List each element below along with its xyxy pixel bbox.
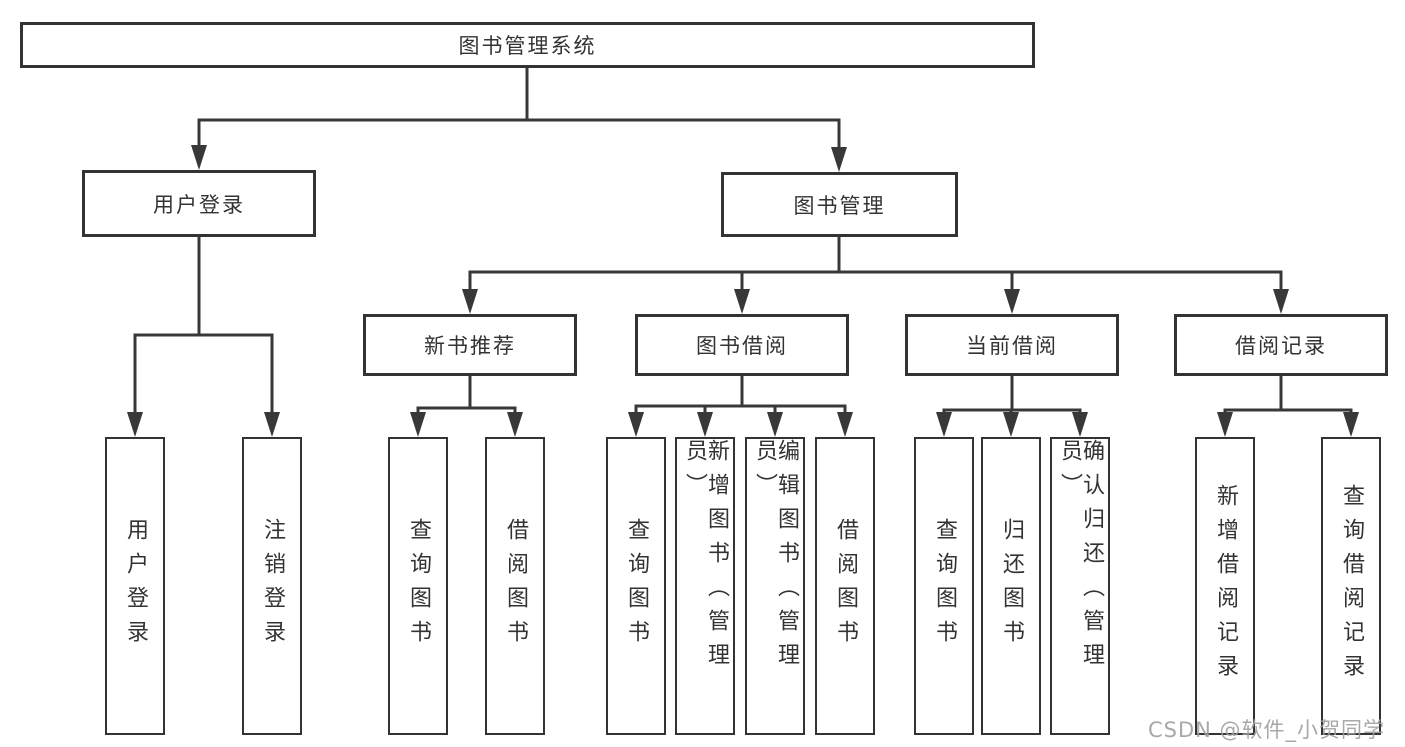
arrowhead-icon	[410, 412, 426, 437]
node-root-label: 图书管理系统	[458, 34, 597, 58]
node-current-borrow-label: 当前借阅	[966, 334, 1058, 358]
arrowhead-icon	[936, 412, 952, 437]
leaf-edit-book-admin: 编辑图书（管理员）	[745, 437, 805, 735]
arrowhead-icon	[1217, 412, 1233, 437]
arrowhead-icon	[1273, 289, 1289, 314]
arrowhead-icon	[462, 289, 478, 314]
leaf-logout-label: 注销登录	[260, 518, 285, 654]
arrowhead-icon	[1072, 412, 1088, 437]
node-new-book-rec: 新书推荐	[363, 314, 577, 376]
leaf-add-borrow-record-label: 新增借阅记录	[1213, 484, 1238, 688]
leaf-query-borrow-record: 查询借阅记录	[1321, 437, 1381, 735]
arrowhead-icon	[628, 412, 644, 437]
arrowhead-icon	[191, 145, 207, 170]
leaf-query-borrow-record-label: 查询借阅记录	[1339, 484, 1364, 688]
connector-user-login-branch	[127, 237, 280, 437]
connector-borrow-record-branch	[1217, 376, 1359, 437]
connector-new-book-rec-branch	[410, 376, 523, 437]
leaf-borrow-book-newrec: 借阅图书	[485, 437, 545, 735]
leaf-confirm-return-admin-label: 确认归还（管理员）	[1057, 439, 1104, 677]
leaf-return-book-label: 归还图书	[999, 518, 1024, 654]
arrowhead-icon	[127, 412, 143, 437]
leaf-logout: 注销登录	[242, 437, 302, 735]
connector-current-borrow-branch	[936, 376, 1088, 437]
node-book-borrow: 图书借阅	[635, 314, 849, 376]
node-user-login-branch: 用户登录	[82, 170, 316, 237]
watermark: CSDN @软件_小贺同学	[1148, 718, 1386, 742]
node-user-login-branch-label: 用户登录	[153, 192, 245, 217]
leaf-confirm-return-admin: 确认归还（管理员）	[1050, 437, 1110, 735]
leaf-query-book-current-label: 查询图书	[932, 518, 957, 654]
connector-root-branch	[191, 68, 847, 172]
node-book-mgmt-branch-label: 图书管理	[793, 193, 886, 218]
arrowhead-icon	[831, 147, 847, 172]
node-borrow-record-label: 借阅记录	[1235, 334, 1327, 358]
arrowhead-icon	[1003, 412, 1019, 437]
arrowhead-icon	[1343, 412, 1359, 437]
leaf-query-book-current: 查询图书	[914, 437, 974, 735]
node-current-borrow: 当前借阅	[905, 314, 1119, 376]
leaf-borrow-book-borrow-label: 借阅图书	[833, 518, 858, 654]
leaf-add-book-admin-label: 新增图书（管理员）	[682, 439, 729, 677]
leaf-query-book-borrow: 查询图书	[606, 437, 666, 735]
node-borrow-record: 借阅记录	[1174, 314, 1388, 376]
leaf-add-borrow-record: 新增借阅记录	[1195, 437, 1255, 735]
node-root: 图书管理系统	[20, 22, 1035, 68]
leaf-borrow-book-borrow: 借阅图书	[815, 437, 875, 735]
leaf-user-login: 用户登录	[105, 437, 165, 735]
connector-book-borrow-branch	[628, 376, 853, 437]
node-book-borrow-label: 图书借阅	[696, 334, 788, 358]
arrowhead-icon	[767, 412, 783, 437]
leaf-query-book-newrec: 查询图书	[388, 437, 448, 735]
leaf-query-book-newrec-label: 查询图书	[406, 518, 431, 654]
leaf-add-book-admin: 新增图书（管理员）	[675, 437, 735, 735]
node-book-mgmt-branch: 图书管理	[721, 172, 958, 237]
arrowhead-icon	[507, 412, 523, 437]
leaf-query-book-borrow-label: 查询图书	[624, 518, 649, 654]
leaf-borrow-book-newrec-label: 借阅图书	[503, 518, 528, 654]
arrowhead-icon	[697, 412, 713, 437]
node-new-book-rec-label: 新书推荐	[424, 334, 516, 358]
arrowhead-icon	[1004, 289, 1020, 314]
connector-book-mgmt-branch	[462, 237, 1289, 314]
arrowhead-icon	[264, 412, 280, 437]
arrowhead-icon	[734, 289, 750, 314]
leaf-user-login-label: 用户登录	[123, 518, 148, 654]
arrowhead-icon	[837, 412, 853, 437]
leaf-return-book: 归还图书	[981, 437, 1041, 735]
leaf-edit-book-admin-label: 编辑图书（管理员）	[752, 439, 799, 677]
